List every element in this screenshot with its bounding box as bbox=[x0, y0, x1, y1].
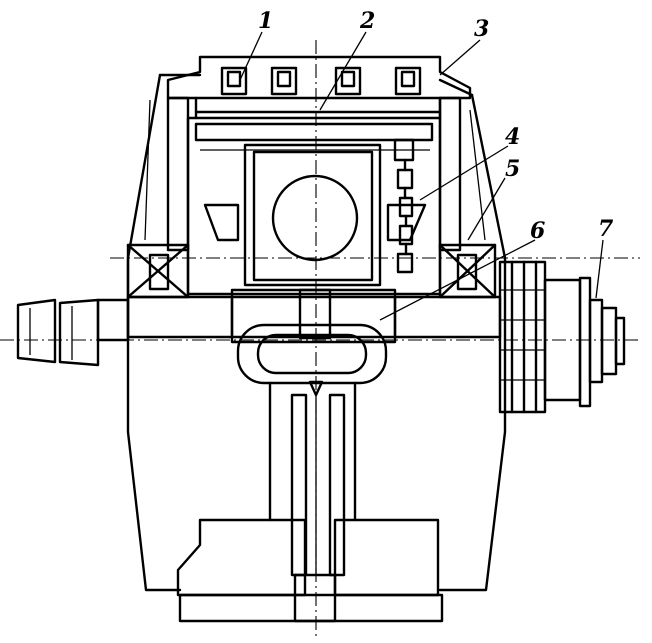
inner-frame bbox=[166, 96, 462, 296]
callout-6: 6 bbox=[530, 218, 545, 244]
callout-5: 5 bbox=[505, 156, 520, 182]
lower-pedestal bbox=[176, 380, 444, 623]
central-core bbox=[203, 143, 427, 287]
right-bearing bbox=[438, 243, 497, 299]
top-cap-assembly bbox=[166, 55, 472, 120]
callout-7: 7 bbox=[598, 216, 614, 242]
cable-chain bbox=[393, 138, 415, 274]
callout-labels: 1 2 3 4 5 6 7 bbox=[258, 8, 614, 244]
leader-lines bbox=[239, 31, 604, 321]
keyway-slot bbox=[236, 323, 388, 385]
callout-4: 4 bbox=[505, 124, 520, 150]
callout-1: 1 bbox=[258, 8, 273, 34]
outer-housing bbox=[126, 73, 507, 592]
right-gear-coupling bbox=[498, 260, 626, 414]
callout-2: 2 bbox=[359, 8, 375, 34]
center-lines bbox=[0, 40, 640, 640]
callout-3: 3 bbox=[474, 16, 489, 42]
left-bearing bbox=[126, 243, 190, 299]
